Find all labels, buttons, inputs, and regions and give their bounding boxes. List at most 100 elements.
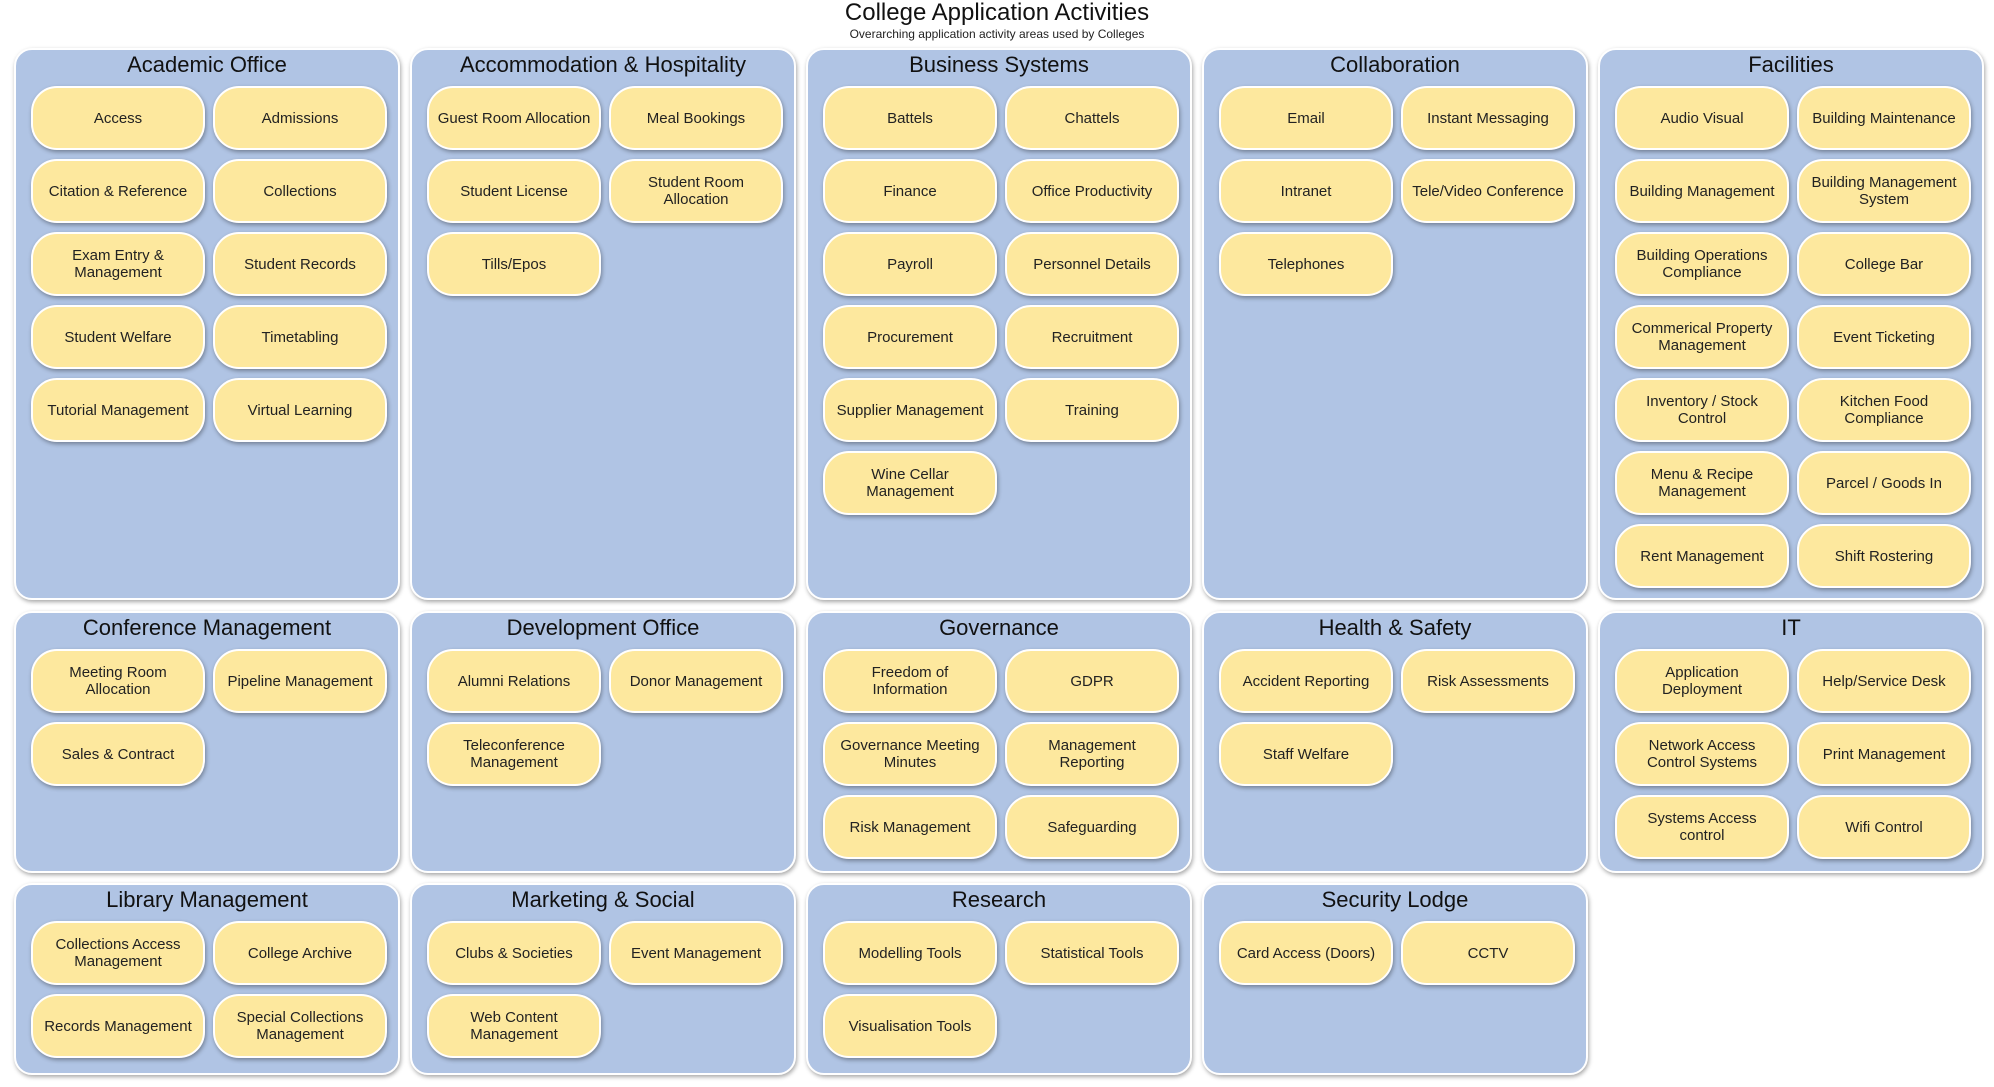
activity-clubs-societies[interactable]: Clubs & Societies [427,921,601,985]
activity-accident-reporting[interactable]: Accident Reporting [1219,649,1393,713]
activity-print-management[interactable]: Print Management [1797,722,1971,786]
group-title: IT [1781,615,1801,640]
activity-guest-room-allocation[interactable]: Guest Room Allocation [427,86,601,150]
activity-building-management-system[interactable]: Building Management System [1797,159,1971,223]
activity-risk-assessments[interactable]: Risk Assessments [1401,649,1575,713]
activity-kitchen-food-compliance[interactable]: Kitchen Food Compliance [1797,378,1971,442]
activity-tele-video-conference[interactable]: Tele/Video Conference [1401,159,1575,223]
activity-email[interactable]: Email [1219,86,1393,150]
group-title: Collaboration [1330,52,1460,77]
activity-citation-reference[interactable]: Citation & Reference [31,159,205,223]
activity-application-deployment[interactable]: Application Deployment [1615,649,1789,713]
activity-inventory-stock-control[interactable]: Inventory / Stock Control [1615,378,1789,442]
activity-meeting-room-allocation[interactable]: Meeting Room Allocation [31,649,205,713]
activity-meal-bookings[interactable]: Meal Bookings [609,86,783,150]
activity-supplier-management[interactable]: Supplier Management [823,378,997,442]
activity-rent-management[interactable]: Rent Management [1615,524,1789,588]
activity-shift-rostering[interactable]: Shift Rostering [1797,524,1971,588]
activity-finance[interactable]: Finance [823,159,997,223]
group-title: Development Office [506,615,700,640]
activity-event-ticketing[interactable]: Event Ticketing [1797,305,1971,369]
activity-personnel-details[interactable]: Personnel Details [1005,232,1179,296]
activity-donor-management[interactable]: Donor Management [609,649,783,713]
diagram-title: College Application Activities [844,0,1150,26]
activity-office-productivity[interactable]: Office Productivity [1005,159,1179,223]
activity-commerical-property-management[interactable]: Commerical Property Management [1615,305,1789,369]
activity-governance-meeting-minutes[interactable]: Governance Meeting Minutes [823,722,997,786]
activity-student-room-allocation[interactable]: Student Room Allocation [609,159,783,223]
activity-alumni-relations[interactable]: Alumni Relations [427,649,601,713]
activity-college-bar[interactable]: College Bar [1797,232,1971,296]
group-title: Business Systems [909,52,1089,77]
group-title: Security Lodge [1321,887,1469,912]
activity-gdpr[interactable]: GDPR [1005,649,1179,713]
activity-management-reporting[interactable]: Management Reporting [1005,722,1179,786]
activity-visualisation-tools[interactable]: Visualisation Tools [823,994,997,1058]
activity-menu-recipe-management[interactable]: Menu & Recipe Management [1615,451,1789,515]
group-title: Facilities [1748,52,1834,77]
activity-pipeline-management[interactable]: Pipeline Management [213,649,387,713]
activity-procurement[interactable]: Procurement [823,305,997,369]
activity-college-archive[interactable]: College Archive [213,921,387,985]
activity-risk-management[interactable]: Risk Management [823,795,997,859]
activity-battels[interactable]: Battels [823,86,997,150]
group-title: Marketing & Social [511,887,695,912]
activity-wifi-control[interactable]: Wifi Control [1797,795,1971,859]
activity-card-access-doors[interactable]: Card Access (Doors) [1219,921,1393,985]
activity-special-collections-management[interactable]: Special Collections Management [213,994,387,1058]
activity-network-access-control-systems[interactable]: Network Access Control Systems [1615,722,1789,786]
activity-collections[interactable]: Collections [213,159,387,223]
activity-exam-entry-management[interactable]: Exam Entry & Management [31,232,205,296]
group-title: Governance [939,615,1059,640]
activity-telephones[interactable]: Telephones [1219,232,1393,296]
activity-staff-welfare[interactable]: Staff Welfare [1219,722,1393,786]
activity-modelling-tools[interactable]: Modelling Tools [823,921,997,985]
activity-event-management[interactable]: Event Management [609,921,783,985]
activity-student-license[interactable]: Student License [427,159,601,223]
activity-virtual-learning[interactable]: Virtual Learning [213,378,387,442]
activity-systems-access-control[interactable]: Systems Access control [1615,795,1789,859]
diagram-subtitle: Overarching application activity areas u… [849,27,1145,41]
activity-instant-messaging[interactable]: Instant Messaging [1401,86,1575,150]
activity-tutorial-management[interactable]: Tutorial Management [31,378,205,442]
activity-student-records[interactable]: Student Records [213,232,387,296]
group-title: Conference Management [82,615,332,640]
activity-audio-visual[interactable]: Audio Visual [1615,86,1789,150]
activity-parcel-goods-in[interactable]: Parcel / Goods In [1797,451,1971,515]
activity-help-service-desk[interactable]: Help/Service Desk [1797,649,1971,713]
activity-web-content-management[interactable]: Web Content Management [427,994,601,1058]
activity-payroll[interactable]: Payroll [823,232,997,296]
activity-recruitment[interactable]: Recruitment [1005,305,1179,369]
activity-timetabling[interactable]: Timetabling [213,305,387,369]
activity-freedom-of-information[interactable]: Freedom of Information [823,649,997,713]
activity-statistical-tools[interactable]: Statistical Tools [1005,921,1179,985]
activity-teleconference-management[interactable]: Teleconference Management [427,722,601,786]
activity-cctv[interactable]: CCTV [1401,921,1575,985]
activity-training[interactable]: Training [1005,378,1179,442]
activity-collections-access-management[interactable]: Collections Access Management [31,921,205,985]
activity-chattels[interactable]: Chattels [1005,86,1179,150]
activity-access[interactable]: Access [31,86,205,150]
activity-admissions[interactable]: Admissions [213,86,387,150]
activity-tills-epos[interactable]: Tills/Epos [427,232,601,296]
activity-student-welfare[interactable]: Student Welfare [31,305,205,369]
group-title: Research [951,887,1047,912]
activity-records-management[interactable]: Records Management [31,994,205,1058]
activity-building-operations-compliance[interactable]: Building Operations Compliance [1615,232,1789,296]
activity-building-management[interactable]: Building Management [1615,159,1789,223]
activity-wine-cellar-management[interactable]: Wine Cellar Management [823,451,997,515]
activity-intranet[interactable]: Intranet [1219,159,1393,223]
activity-sales-contract[interactable]: Sales & Contract [31,722,205,786]
activity-building-maintenance[interactable]: Building Maintenance [1797,86,1971,150]
activity-safeguarding[interactable]: Safeguarding [1005,795,1179,859]
